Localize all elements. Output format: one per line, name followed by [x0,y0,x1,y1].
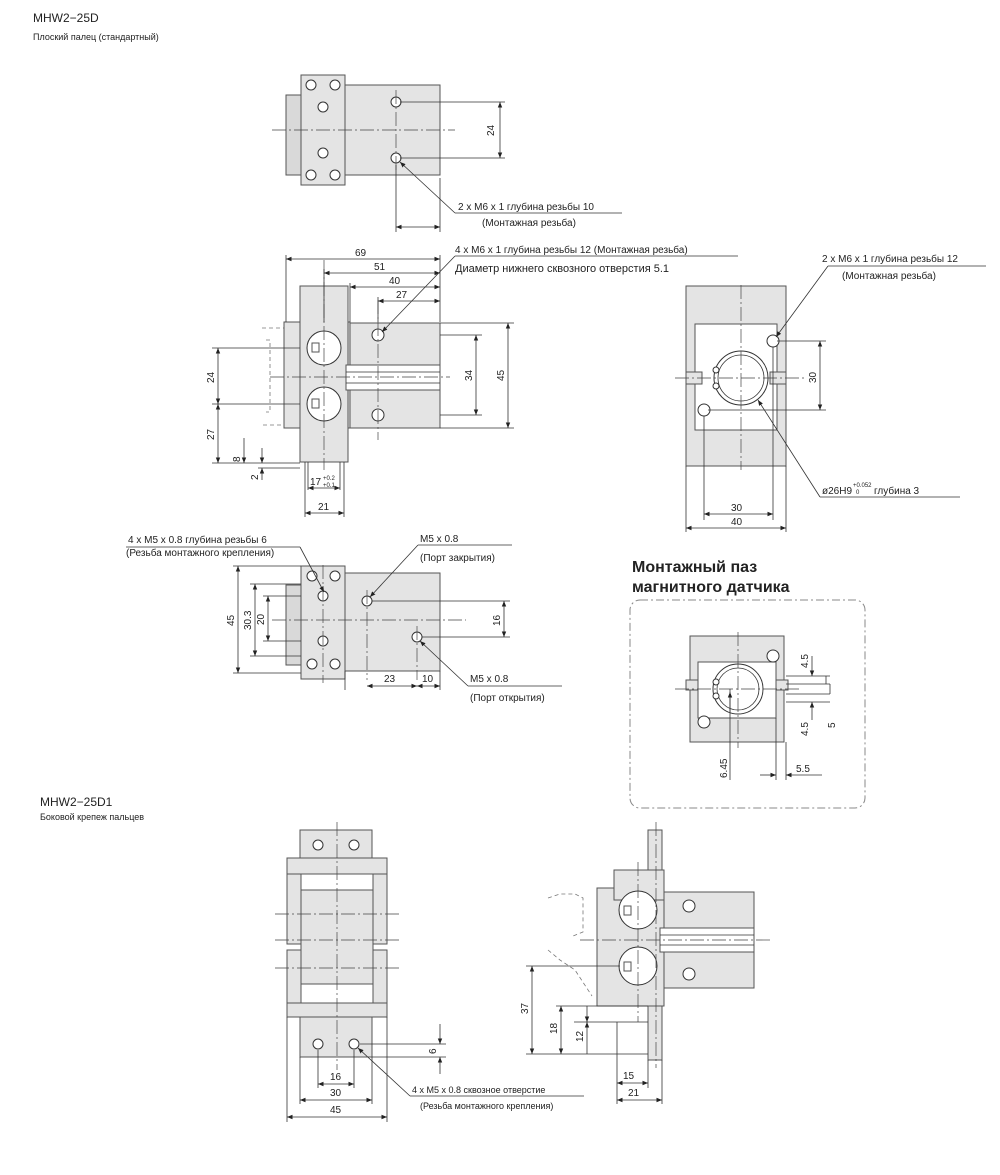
callout-close-port-note: (Порт закрытия) [420,553,495,564]
callout-side-thread: 4 x M6 x 1 глубина резьбы 12 (Монтажная … [455,244,688,256]
section-title-d: MHW2−25D [33,11,99,25]
dim-d1-16: 16 [330,1072,342,1083]
dim-d1-37: 37 [520,1002,531,1014]
dim-end-40: 40 [731,517,743,528]
magnet-slot-detail: Монтажный паз магнитного датчика 4.5 5 4… [629,559,866,809]
dim-side-27v: 27 [206,428,217,440]
screw-hole [305,79,317,91]
dim-side-24: 24 [206,371,217,383]
callout-d1-thread: 4 x M5 x 0.8 сквозное отверстие [412,1085,545,1095]
dim-top-24: 24 [486,124,497,136]
callout-bore-tol-up: +0.052 [853,483,872,489]
pin-hole [317,147,329,159]
dim-bottom-20: 20 [256,613,267,625]
top-view: 24 2 x M6 x 1 глубина резьбы 10 (Монтажн… [272,74,622,232]
callout-open-port-note: (Порт открытия) [470,693,545,704]
callout-side-thread-note: Диаметр нижнего сквозного отверстия 5.1 [455,263,669,275]
bottom-view: 45 30.3 20 16 23 10 4 x M5 x 0.8 глубина… [126,534,562,704]
dim-slot-5-5: 5.5 [796,764,810,775]
dim-side-69: 69 [355,248,367,259]
end-view: 30 30 40 2 x M6 x 1 глубина резьбы 12 (М… [675,253,986,532]
side-view: 69 51 40 27 4 x M6 x 1 глубина резьбы 12… [206,244,738,517]
callout-open-port: M5 x 0.8 [470,674,509,685]
dim-side-21: 21 [318,502,330,513]
dim-d1-45: 45 [330,1105,342,1116]
callout-top-thread-note: (Монтажная резьба) [482,217,576,229]
pin-hole [317,101,329,113]
dim-bottom-45: 45 [226,614,237,626]
callout-close-port: M5 x 0.8 [420,534,459,545]
dim-bottom-23: 23 [384,674,396,685]
dim-d1-21: 21 [628,1088,640,1099]
dim-end-30v: 30 [808,371,819,383]
callout-bore-depth: глубина 3 [874,485,920,497]
dim-side-40: 40 [389,276,401,287]
dim-d1-15: 15 [623,1071,635,1082]
dim-side-45: 45 [496,369,507,381]
dim-slot-4-5-bottom: 4.5 [800,722,811,736]
section-subtitle-d: Плоский палец (стандартный) [33,32,159,42]
dim-bottom-30-3: 30.3 [243,610,254,630]
callout-bore: ø26H9 [822,486,852,497]
screw-hole [305,169,317,181]
dim-side-17-upper-tolerance: +0.2 [323,476,336,482]
dim-side-8: 8 [232,456,243,462]
callout-mount-thread-note: (Резьба монтажного крепления) [126,547,274,559]
dim-side-27: 27 [396,290,408,301]
dim-slot-6-45: 6.45 [719,758,730,778]
dim-d1-12: 12 [575,1030,586,1042]
callout-mount-thread: 4 x M5 x 0.8 глубина резьбы 6 [128,534,267,546]
dim-side-17-lower-tolerance: +0.1 [323,483,336,489]
callout-d1-thread-note: (Резьба монтажного крепления) [420,1101,553,1111]
dim-side-34: 34 [464,369,475,381]
dim-end-30: 30 [731,503,743,514]
dim-d1-18: 18 [549,1022,560,1034]
dim-side-2: 2 [250,474,261,480]
d1-front-view: 6 16 30 45 4 x M5 x 0.8 сквозное отверст… [275,822,584,1122]
dim-slot-5: 5 [827,722,838,728]
d1-side-view: 37 18 12 15 21 [520,822,770,1104]
callout-bore-tol-low: 0 [856,490,860,496]
dim-slot-4-5-top: 4.5 [800,654,811,668]
section-title-d1: MHW2−25D1 [40,795,113,809]
detail-frame [629,599,866,809]
dim-d1-30: 30 [330,1088,342,1099]
callout-end-thread: 2 x M6 x 1 глубина резьбы 12 [822,253,958,265]
magnet-slot-heading-1: Монтажный паз [632,559,757,576]
section-subtitle-d1: Боковой крепеж пальцев [40,812,144,822]
dim-d1-6: 6 [428,1048,439,1054]
magnet-slot-heading-2: магнитного датчика [632,579,790,596]
dim-bottom-16: 16 [492,614,503,626]
dim-side-17: 17 [310,477,322,488]
callout-end-thread-note: (Монтажная резьба) [842,270,936,282]
dim-side-51: 51 [374,262,386,273]
callout-top-thread: 2 x M6 x 1 глубина резьбы 10 [458,201,594,213]
screw-hole [329,79,341,91]
screw-hole [329,169,341,181]
dim-bottom-10: 10 [422,674,434,685]
